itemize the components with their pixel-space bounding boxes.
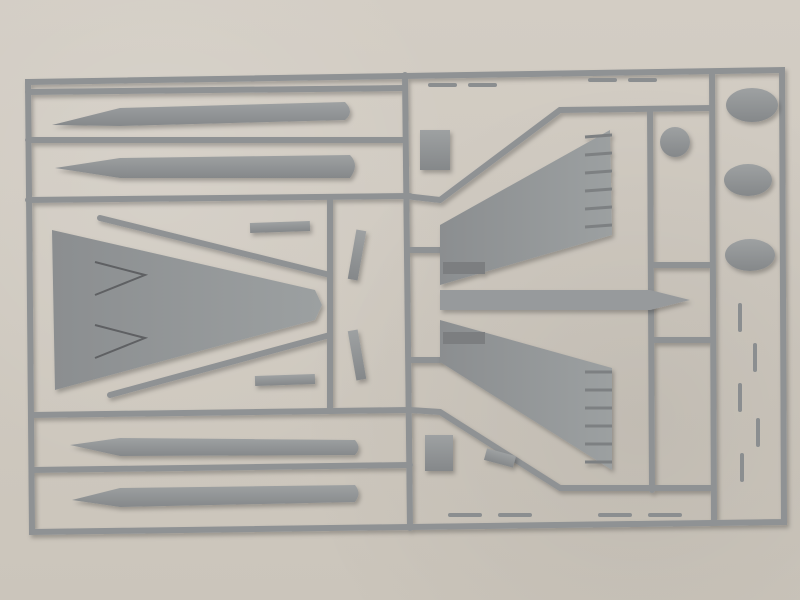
- frame-gate-2: [107, 332, 333, 398]
- fuselage-spine: [440, 290, 690, 310]
- main-wing-assembly: [440, 130, 690, 470]
- frame-divider-lower: [29, 407, 413, 418]
- small-block-bottom: [425, 435, 453, 471]
- frame-vertical-far-right: [709, 69, 717, 523]
- small-parts: [249, 127, 690, 471]
- part-bottom-tag: [483, 448, 517, 468]
- engine-nozzles: [724, 88, 778, 271]
- frame-top-rail: [25, 85, 408, 95]
- rod-lower: [254, 373, 316, 387]
- small-block-top: [420, 130, 450, 170]
- fuselage-half-1: [52, 102, 350, 126]
- wing-panel-line-1: [94, 261, 149, 296]
- fuselage-parts-top: [52, 102, 355, 178]
- delta-wing-shape: [52, 230, 322, 390]
- wing-tabs-lower: [585, 370, 612, 464]
- strut-2: [347, 329, 367, 381]
- sprue-frame: [24, 66, 788, 536]
- fuselage-half-3: [70, 438, 359, 456]
- strut-1: [347, 229, 367, 281]
- tiny-parts: [428, 78, 760, 517]
- frame-diagonal-lower: [407, 407, 715, 491]
- wing-lower: [440, 320, 612, 470]
- frame-diagonal-upper: [402, 105, 715, 204]
- wing-tabs-upper: [584, 133, 613, 229]
- nozzle-3: [725, 239, 775, 271]
- wing-panel-line-2: [94, 324, 149, 359]
- nozzle-2: [724, 164, 772, 196]
- frame-divider-mid: [25, 193, 413, 203]
- frame-divider-bottom: [29, 462, 413, 473]
- frame-gate-1: [97, 215, 333, 278]
- nozzle-1: [726, 88, 778, 122]
- intake-lower: [443, 332, 485, 344]
- fuselage-half-2: [55, 155, 355, 178]
- round-part: [660, 127, 690, 157]
- rod-upper: [249, 220, 311, 234]
- delta-wing-left: [52, 230, 322, 390]
- frame-outer: [24, 66, 788, 536]
- intake-upper: [443, 262, 485, 274]
- fuselage-half-4: [72, 485, 359, 507]
- fuselage-parts-bottom: [70, 438, 359, 507]
- wing-upper: [440, 130, 612, 285]
- frame-vertical-center: [402, 72, 413, 531]
